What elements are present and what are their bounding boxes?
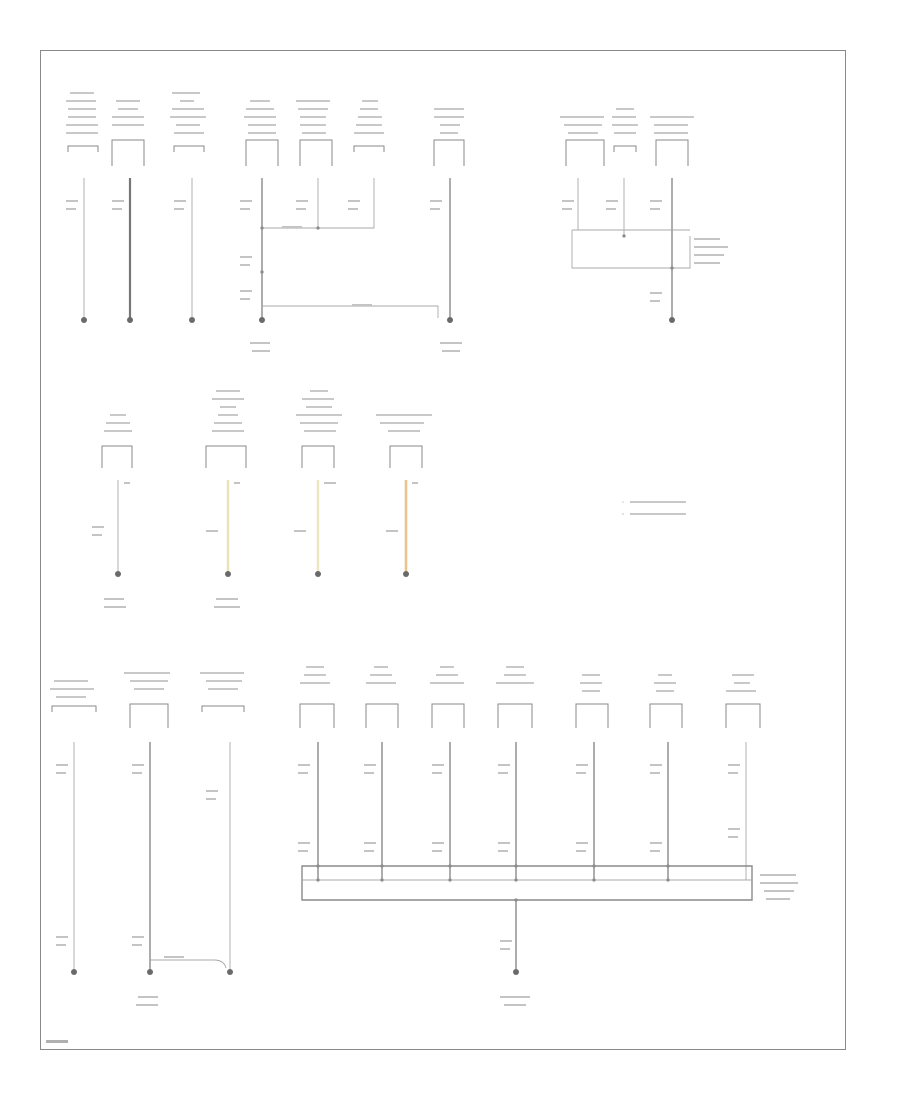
row-3-ground-points [71, 969, 519, 975]
row-2-connectors [101, 445, 423, 468]
row-1-ground-points [81, 226, 675, 323]
row-1-circuits [66, 92, 728, 352]
row-1-component-labels [66, 92, 694, 134]
row-1-wires [83, 178, 691, 318]
row-3-splices [316, 864, 670, 902]
row-3-connectors [51, 703, 761, 728]
row-2-ground-points [115, 571, 409, 577]
legend-key-2: 2 [622, 512, 624, 516]
row-2-circuits [92, 390, 432, 608]
row-3-wire-labels [56, 764, 798, 1006]
row-3-wires [73, 742, 753, 970]
row-3-component-labels [50, 666, 756, 698]
diagram-border [40, 50, 846, 1050]
row-1-connectors [67, 139, 689, 166]
row-3-circuits [50, 666, 798, 1006]
row-2-component-labels [104, 390, 432, 432]
row-2-wire-labels [92, 482, 418, 608]
legend: 1 2 [622, 500, 686, 516]
legend-key-1: 1 [622, 500, 624, 504]
figure-id-tag [46, 1040, 68, 1043]
row-2-wires [117, 480, 408, 572]
row-1-wire-labels [66, 200, 728, 352]
